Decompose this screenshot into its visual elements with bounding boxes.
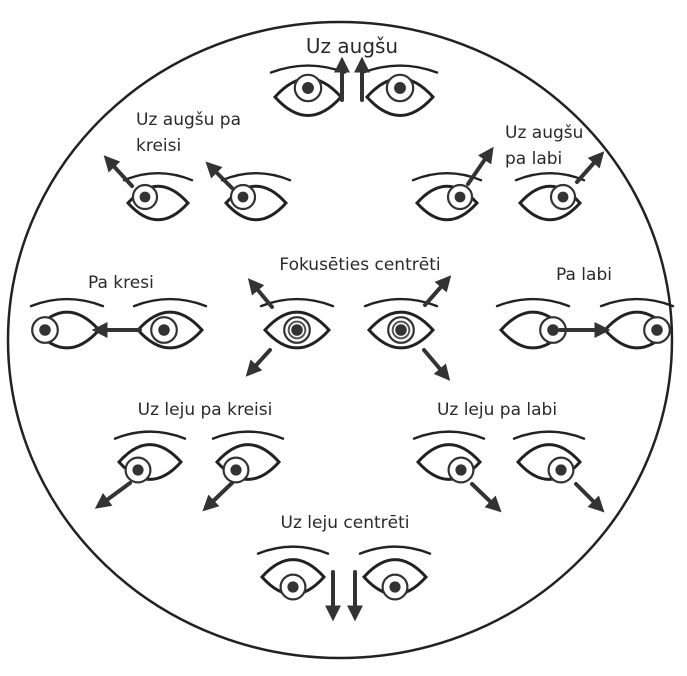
eye-down-1 — [258, 547, 328, 600]
arrow-diagonal-icon — [425, 280, 447, 305]
arrow-diagonal-icon — [576, 484, 600, 508]
label-down-right: Uz leju pa labi — [437, 400, 557, 420]
label-down-left: Uz leju pa kreisi — [138, 400, 273, 420]
outer-circle — [8, 22, 672, 658]
label-up: Uz augšu — [306, 34, 398, 58]
arrow-diagonal-icon — [100, 483, 130, 505]
eye-downleft-1 — [115, 432, 185, 483]
label-up-right-line1: Uz augšu — [505, 123, 583, 143]
label-down-center: Uz leju centrēti — [281, 513, 410, 533]
arrow-diagonal-icon — [424, 350, 446, 376]
arrow-diagonal-icon — [108, 160, 132, 186]
eye-up-left — [271, 66, 345, 116]
label-up-left-line2: kreisi — [136, 136, 181, 156]
eye-upright-2 — [516, 173, 584, 220]
eye-downleft-2 — [213, 432, 283, 483]
eye-left-1 — [31, 299, 103, 348]
arrow-diagonal-icon — [250, 350, 270, 372]
eye-down-2 — [360, 547, 430, 600]
arrow-diagonal-icon — [577, 156, 600, 182]
eye-upleft-2 — [222, 173, 290, 220]
eye-downright-1 — [414, 432, 484, 483]
eye-upleft-1 — [124, 173, 192, 220]
label-up-left: Uz augšu pa kreisi — [136, 110, 246, 156]
eye-downright-2 — [514, 432, 584, 483]
arrow-diagonal-icon — [472, 484, 497, 508]
arrow-diagonal-icon — [252, 283, 272, 307]
label-right: Pa labi — [556, 265, 612, 285]
eye-up-right — [363, 66, 437, 116]
label-focus-center: Fokusēties centrēti — [279, 255, 440, 275]
label-up-left-line1: Uz augšu pa — [136, 110, 241, 130]
eye-right-1 — [497, 299, 569, 348]
eye-right-2 — [601, 299, 673, 348]
label-up-right-line2: pa labi — [505, 149, 562, 169]
arrow-diagonal-icon — [207, 483, 232, 507]
label-up-right: Uz augšu pa labi — [505, 123, 589, 169]
label-left: Pa kresi — [88, 273, 154, 293]
eye-left-2 — [134, 299, 206, 348]
